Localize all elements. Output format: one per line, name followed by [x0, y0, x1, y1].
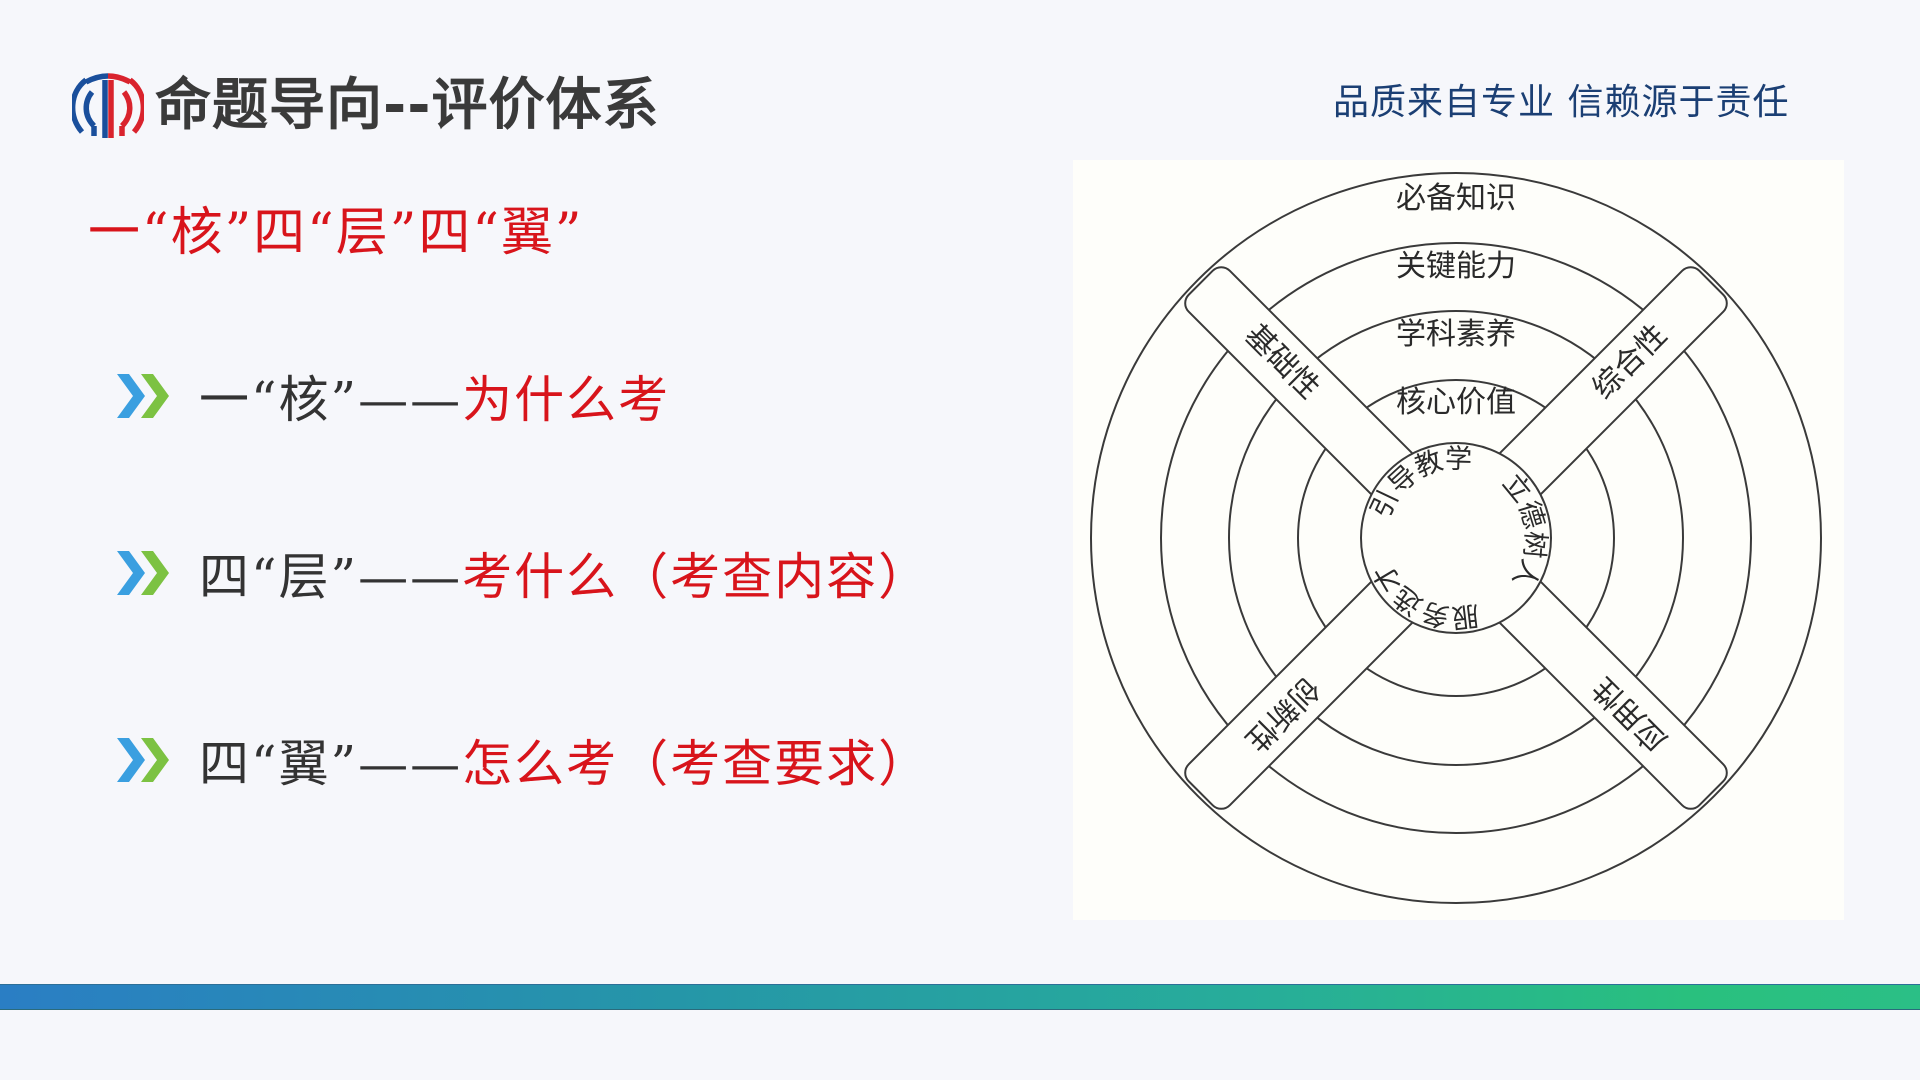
slogan: 品质来自专业 信赖源于责任: [1333, 82, 1790, 123]
bullet-core: 一“核”—— 为什么考: [115, 358, 670, 434]
core-circle: [1360, 442, 1552, 634]
double-chevron-right-icon: [117, 374, 169, 418]
ring-outer: [1090, 172, 1822, 904]
bullet-accent: 考什么（考查内容）: [462, 548, 931, 606]
bullet-lead: 一“核”——: [199, 371, 463, 429]
page-title: 命题导向--评价体系: [155, 73, 660, 138]
evaluation-system-diagram: 必备知识 关键能力 学科素养 核心价值 基础性 综合性 应用性 创新性 立德树人…: [1073, 160, 1844, 920]
footer-gradient-bar: [0, 984, 1920, 1010]
bullet-lead: 四“翼”——: [199, 735, 463, 793]
circular-stripes-logo-icon: [72, 73, 144, 138]
concentric-rings-diagram: 必备知识 关键能力 学科素养 核心价值 基础性 综合性 应用性 创新性 立德树人…: [1090, 172, 1822, 904]
ring-4: [1297, 379, 1615, 697]
double-chevron-right-icon: [117, 551, 169, 595]
layer-label-literacy: 学科素养: [1396, 317, 1516, 352]
ring-2: [1160, 242, 1752, 834]
layer-label-ability: 关键能力: [1396, 249, 1516, 284]
bullet-layers: 四“层”—— 考什么（考查内容）: [115, 535, 930, 611]
layer-label-values: 核心价值: [1396, 385, 1516, 420]
bullet-wings: 四“翼”—— 怎么考（考查要求）: [115, 722, 930, 798]
ring-3: [1228, 310, 1684, 766]
bullet-accent: 怎么考（考查要求）: [462, 735, 931, 793]
bullet-lead: 四“层”——: [199, 548, 463, 606]
section-subtitle: 一“核”四“层”四“翼”: [88, 203, 584, 263]
bullet-accent: 为什么考: [462, 371, 671, 429]
double-chevron-right-icon: [117, 738, 169, 782]
layer-label-knowledge: 必备知识: [1396, 181, 1516, 216]
